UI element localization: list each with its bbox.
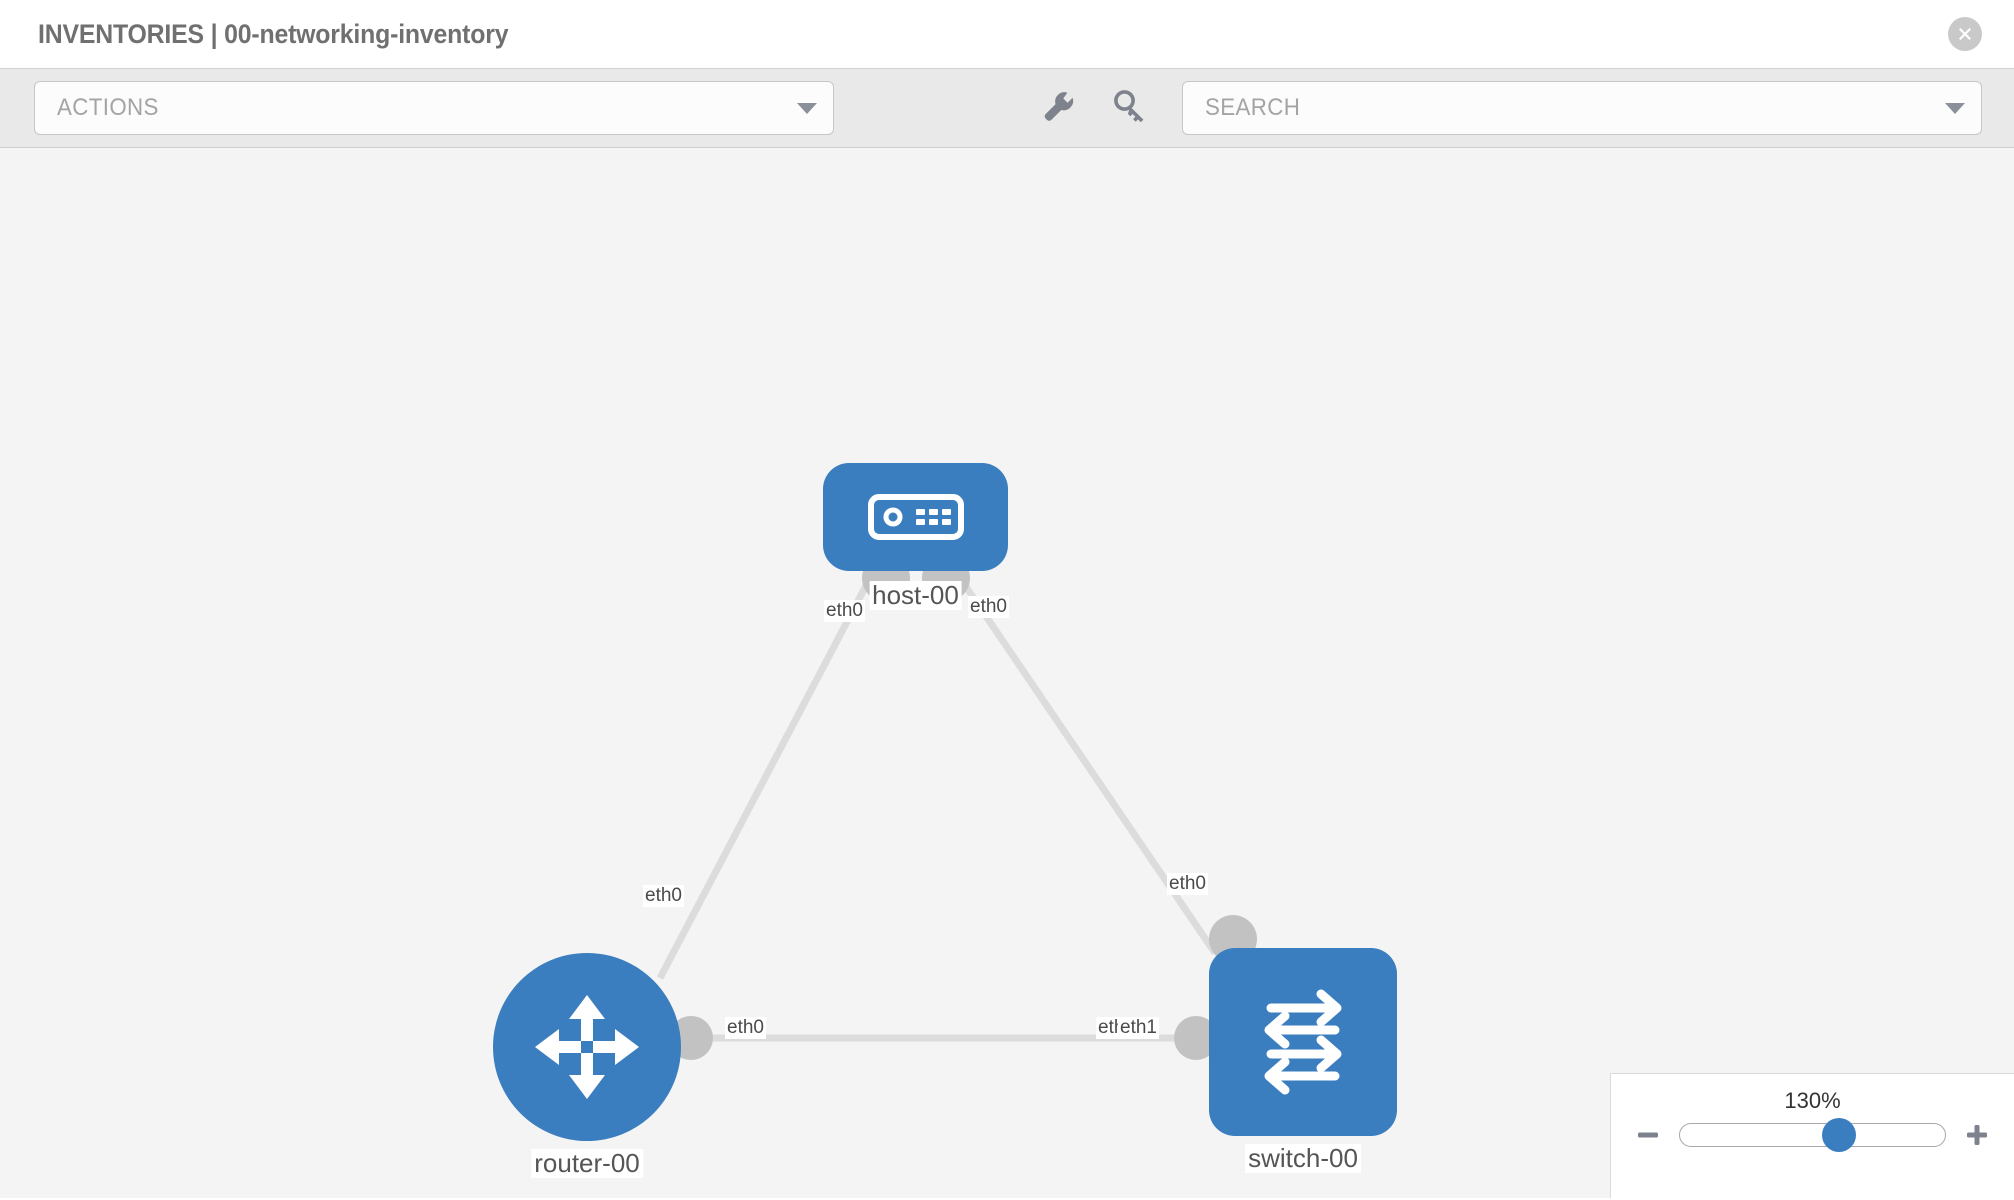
edge-label-switch-router: eth1 — [1118, 1017, 1159, 1039]
wrench-icon[interactable] — [1040, 88, 1076, 129]
toolbar-icon-group — [1040, 88, 1148, 129]
edge-label-host-router: eth0 — [824, 600, 865, 622]
plus-icon — [1967, 1125, 1987, 1145]
topology-canvas[interactable]: host-00 router-00 — [0, 148, 2014, 1198]
edge-label-host-switch: eth0 — [968, 596, 1009, 618]
zoom-level-value: 130% — [1784, 1088, 1841, 1113]
node-label-router-00: router-00 — [531, 1148, 643, 1179]
topology-node-switch-00[interactable]: switch-00 — [1209, 948, 1397, 1174]
edge-label-switch-router-hidden: eth0 — [1096, 1017, 1124, 1039]
node-label-switch-00: switch-00 — [1245, 1143, 1361, 1174]
toolbar: ACTIONS SEARCH — [0, 68, 2014, 148]
chevron-down-icon[interactable] — [1945, 102, 1965, 114]
zoom-slider-thumb[interactable] — [1822, 1118, 1857, 1152]
link-host-switch — [957, 576, 1218, 955]
link-connectors — [669, 554, 1257, 1060]
minus-icon — [1638, 1132, 1658, 1138]
zoom-out-button[interactable] — [1635, 1122, 1661, 1148]
chevron-down-icon — [797, 102, 817, 114]
router-icon-container — [493, 953, 681, 1141]
edge-label-router-switch: eth0 — [725, 1017, 766, 1039]
topology-links — [656, 554, 1257, 1060]
edge-label-switch-host: eth0 — [1167, 873, 1208, 895]
key-icon[interactable] — [1112, 88, 1148, 129]
topology-node-host-00[interactable]: host-00 — [823, 463, 1008, 611]
topology-node-router-00[interactable]: router-00 — [493, 953, 681, 1179]
zoom-control-panel: 130% — [1610, 1073, 2014, 1198]
search-placeholder: SEARCH — [1205, 94, 1301, 121]
page-header: INVENTORIES | 00-networking-inventory — [0, 0, 2014, 68]
topology-graph: host-00 router-00 — [0, 148, 2014, 1198]
switch-icon-container — [1209, 948, 1397, 1136]
zoom-slider-track — [1679, 1123, 1946, 1147]
zoom-slider[interactable] — [1679, 1118, 1946, 1152]
page-title: INVENTORIES | 00-networking-inventory — [38, 18, 509, 49]
actions-dropdown-label: ACTIONS — [57, 94, 159, 121]
server-icon — [867, 494, 964, 540]
search-input[interactable]: SEARCH — [1182, 81, 1982, 135]
zoom-controls-row — [1611, 1118, 2014, 1152]
link-host-router — [656, 576, 874, 980]
node-label-host-00: host-00 — [869, 580, 962, 611]
host-icon-container — [823, 463, 1008, 571]
zoom-in-button[interactable] — [1964, 1122, 1990, 1148]
actions-dropdown[interactable]: ACTIONS — [34, 81, 834, 135]
switch-icon — [1264, 989, 1342, 1095]
close-icon[interactable] — [1948, 17, 1982, 51]
router-icon — [535, 995, 639, 1099]
edge-label-router-host: eth0 — [643, 885, 684, 907]
